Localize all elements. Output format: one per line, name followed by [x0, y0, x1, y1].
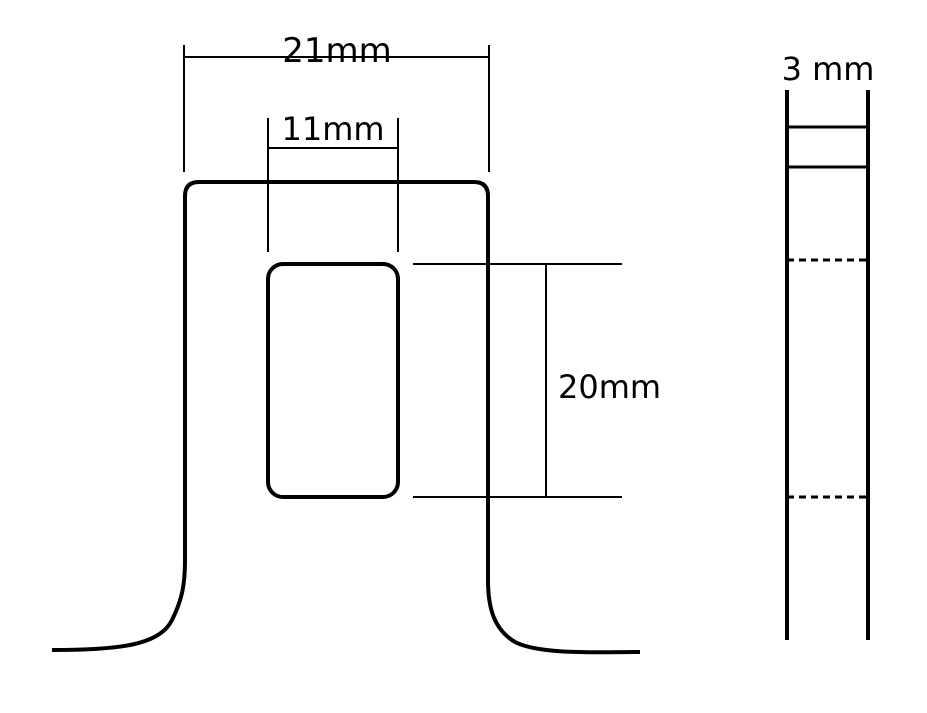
label-20mm: 20mm — [558, 368, 661, 406]
dimension-11mm — [267, 118, 399, 252]
label-21mm: 21mm — [282, 31, 392, 71]
side-view — [785, 90, 870, 640]
dimension-21mm — [183, 45, 490, 172]
label-11mm: 11mm — [281, 110, 384, 148]
label-3mm: 3 mm — [782, 50, 875, 88]
dimension-20mm — [413, 263, 622, 498]
slot-hole — [266, 262, 400, 499]
bracket-outline — [51, 180, 641, 655]
